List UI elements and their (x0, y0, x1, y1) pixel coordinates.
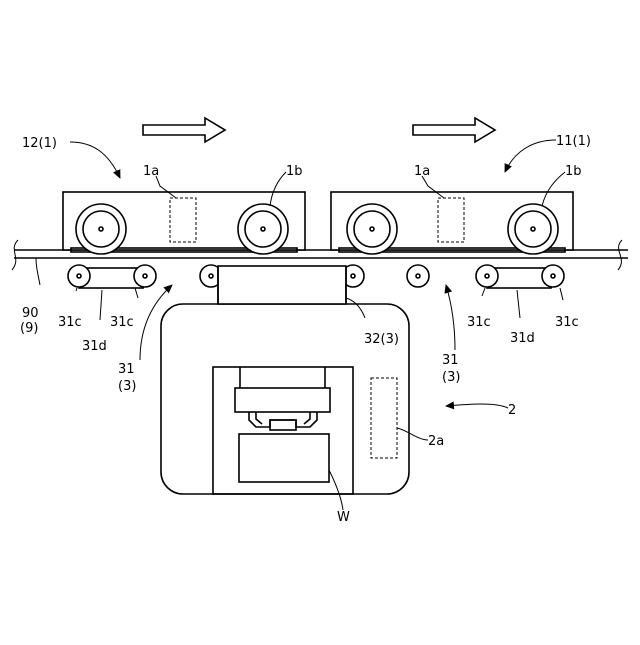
label-31c-2: 31c (110, 315, 134, 330)
label-1b-left: 1b (286, 164, 303, 179)
label-rail-9: (9) (20, 321, 38, 336)
label-31c-1: 31c (58, 315, 82, 330)
wheel-left-1 (76, 204, 126, 254)
wheel-right-1 (347, 204, 397, 254)
label-2a: 2a (428, 434, 444, 449)
vehicle-right (331, 192, 573, 254)
wheel-left-2 (238, 204, 288, 254)
label-1b-right: 1b (565, 164, 582, 179)
label-1a-left: 1a (143, 164, 159, 179)
label-3-left: (3) (118, 379, 136, 394)
label-3-right: (3) (442, 370, 460, 385)
label-31-right: 31 (442, 353, 459, 368)
direction-arrow-right (413, 118, 495, 142)
label-vehicle-right: 11(1) (556, 134, 591, 149)
label-vehicle-left: 12(1) (22, 136, 57, 151)
label-workpiece-w: W (337, 510, 350, 525)
label-31d-right: 31d (510, 331, 535, 346)
label-31c-4: 31c (555, 315, 579, 330)
label-31-left: 31 (118, 362, 135, 377)
unit-32-column (218, 266, 346, 304)
vehicle-left (63, 192, 305, 254)
wheel-right-2 (508, 204, 558, 254)
label-rail-90: 90 (22, 306, 39, 321)
label-1a-right: 1a (414, 164, 430, 179)
label-device-2: 2 (508, 403, 516, 418)
label-31c-3: 31c (467, 315, 491, 330)
label-31d-left: 31d (82, 339, 107, 354)
workpiece-w (239, 434, 329, 482)
label-32: 32(3) (364, 332, 399, 347)
direction-arrow-left (143, 118, 225, 142)
